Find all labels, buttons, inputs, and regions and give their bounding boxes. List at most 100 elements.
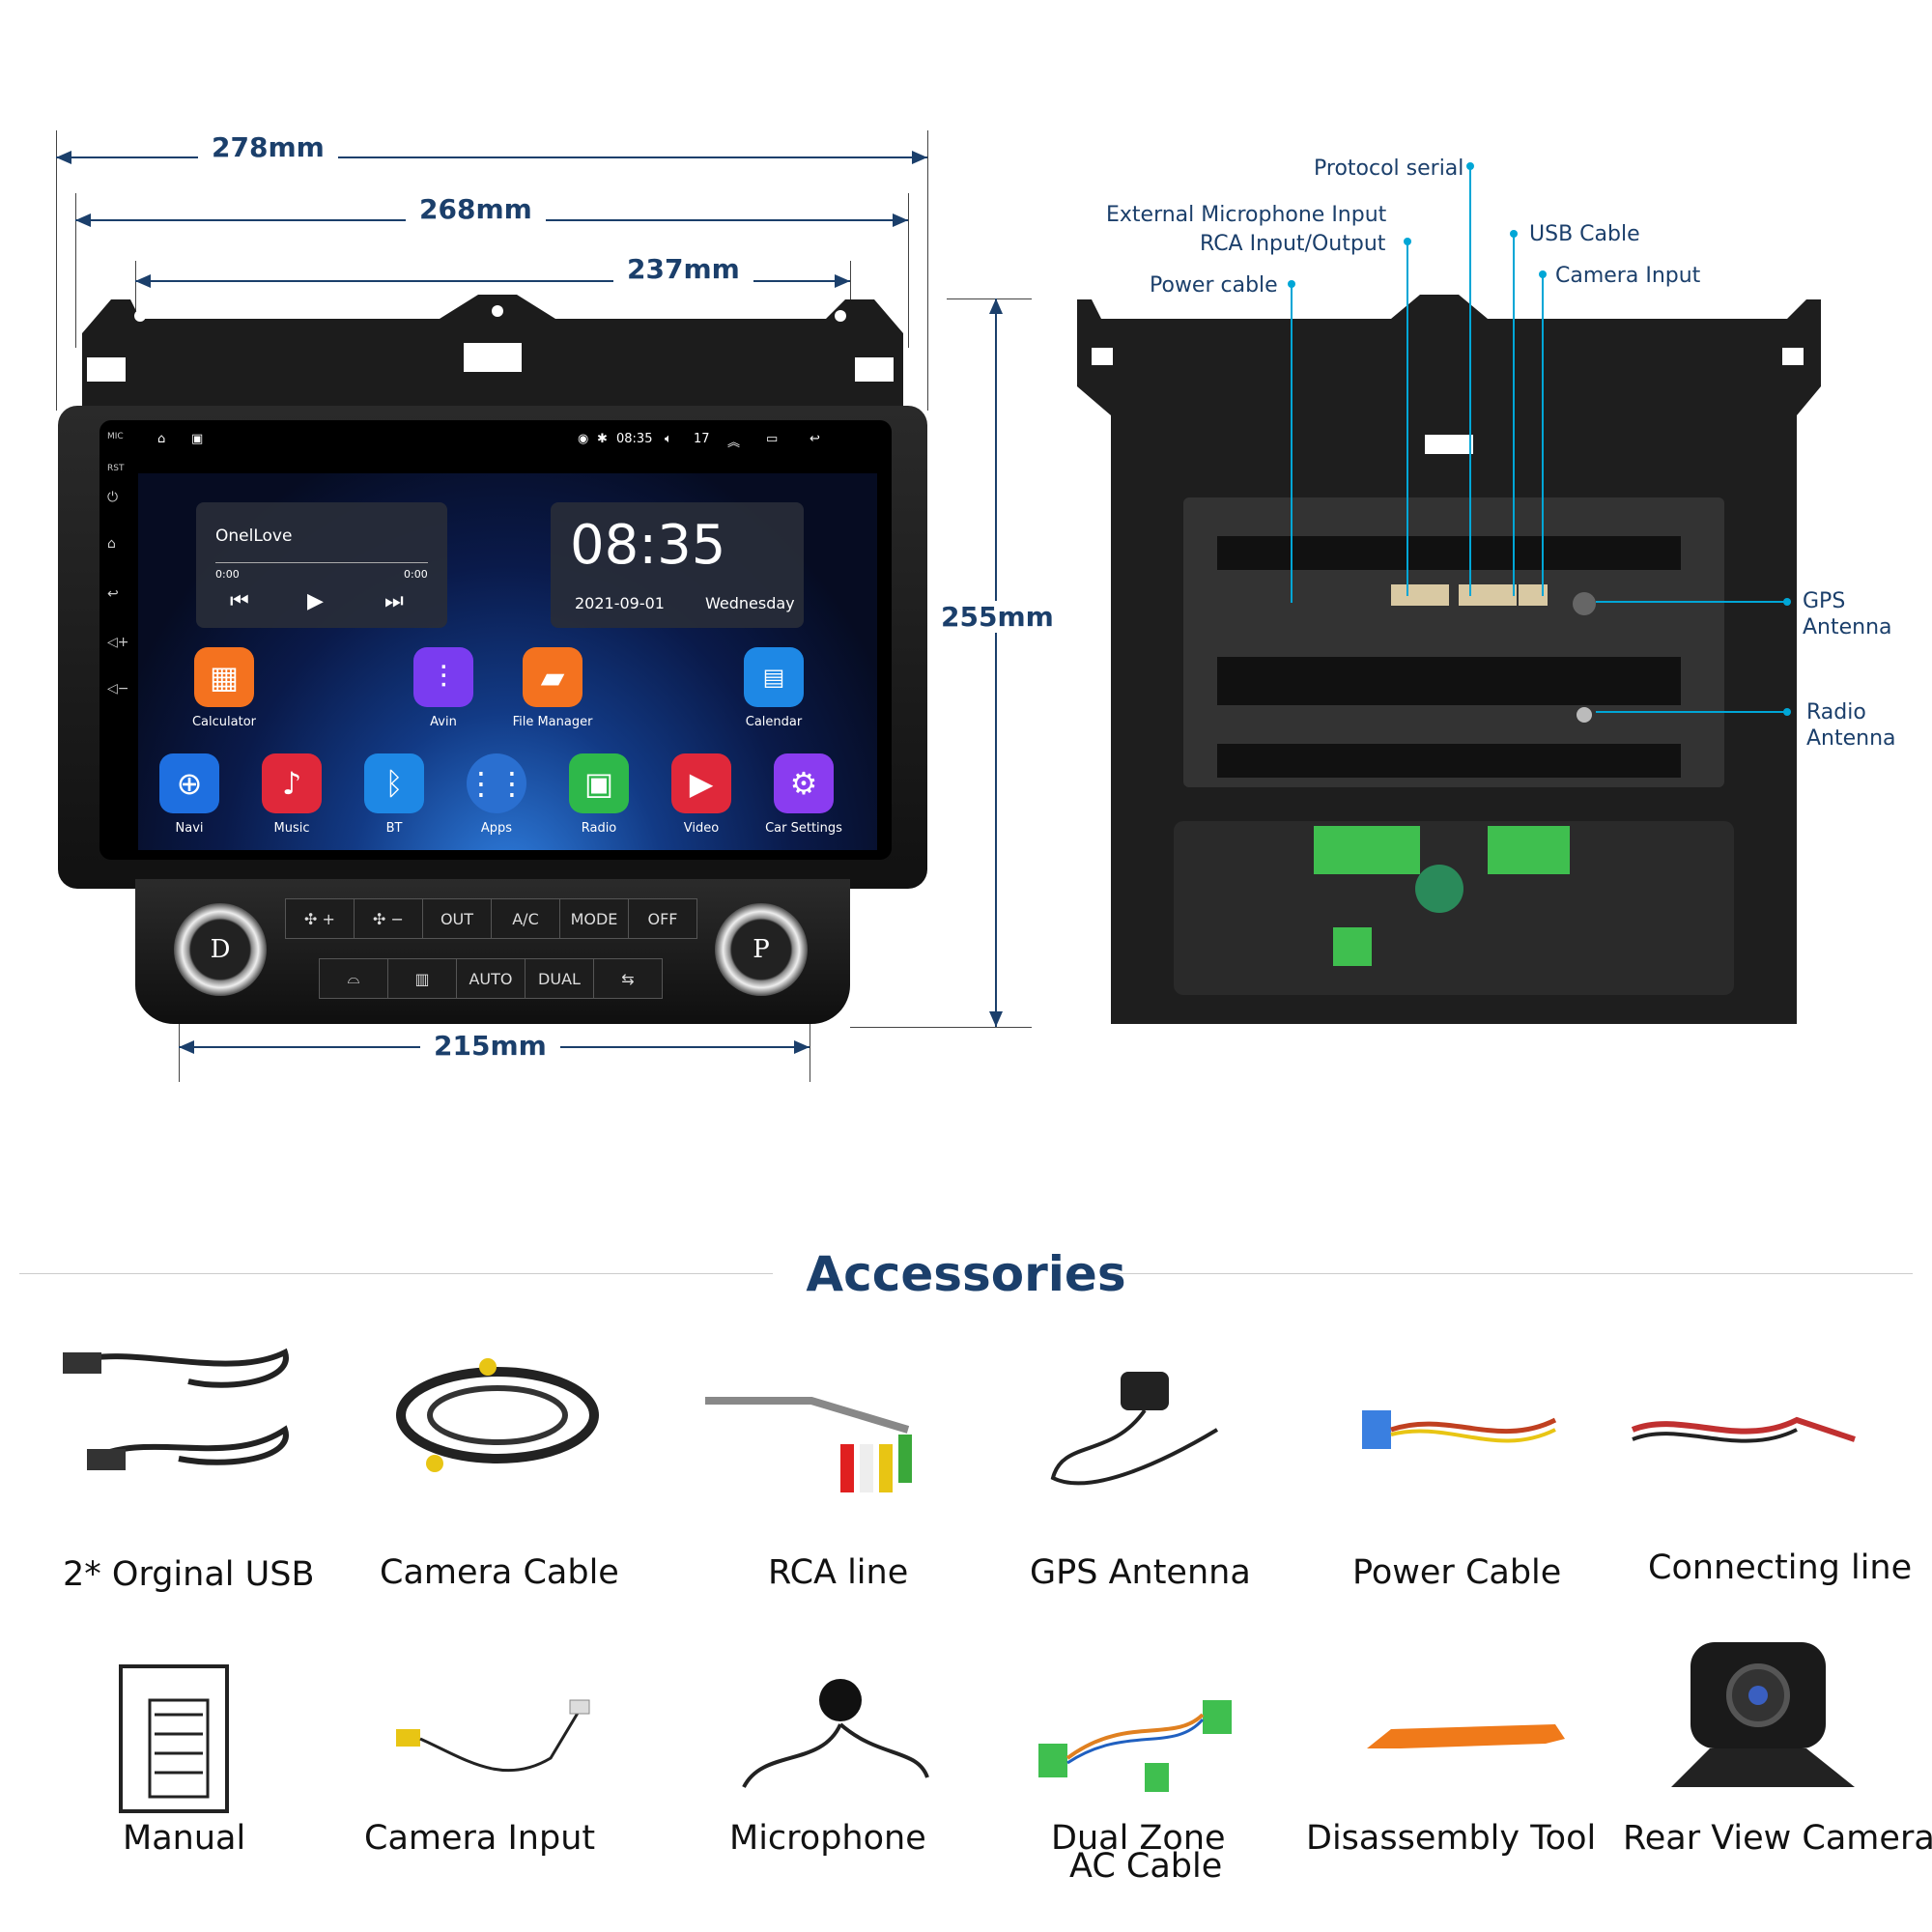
- acc-label-camera-cable: Camera Cable: [380, 1553, 619, 1592]
- defrost-front-icon[interactable]: ⌓: [319, 958, 388, 999]
- callout-protocol-serial: Protocol serial: [1314, 156, 1464, 181]
- app-label: Music: [273, 821, 310, 836]
- expand-icon[interactable]: ︽: [727, 436, 741, 450]
- defrost-rear-icon[interactable]: ▥: [387, 958, 457, 999]
- compass-icon[interactable]: ⊕: [159, 753, 219, 813]
- fan-up-button[interactable]: ✣ +: [285, 898, 355, 939]
- return-icon[interactable]: ↩: [810, 432, 820, 446]
- callout-radio-line1: Radio: [1806, 700, 1866, 724]
- acc-label-camera-input: Camera Input: [364, 1819, 596, 1858]
- disassembly-tool-image: [1367, 1724, 1565, 1748]
- recirculate-icon[interactable]: ⇆: [593, 958, 663, 999]
- app-label: Car Settings: [765, 821, 842, 836]
- dim-extension-right-mid: [908, 193, 909, 348]
- callout-rca: RCA Input/Output: [1200, 232, 1386, 256]
- grid-icon[interactable]: ⋮⋮: [466, 753, 527, 813]
- mode-button[interactable]: MODE: [559, 898, 629, 939]
- progress-track[interactable]: [215, 562, 428, 563]
- camera-cable-image: [396, 1358, 599, 1472]
- arrow-right-icon: [912, 151, 927, 164]
- callout-camera: Camera Input: [1555, 264, 1701, 288]
- auto-button[interactable]: AUTO: [456, 958, 526, 999]
- play-icon[interactable]: ▶: [307, 589, 324, 613]
- radio-icon[interactable]: ▣: [569, 753, 629, 813]
- callout-ext-mic: External Microphone Input: [1106, 203, 1387, 227]
- app-label: Navi: [175, 821, 204, 836]
- arrow-left-icon: [56, 151, 71, 164]
- folder-icon[interactable]: ▰: [523, 647, 582, 707]
- camera-input-image: [396, 1699, 590, 1773]
- arrow-left-icon: [75, 213, 91, 227]
- arrow-left-icon: [135, 274, 151, 288]
- dim-label-278: 278mm: [198, 131, 338, 163]
- passenger-temp-knob[interactable]: P: [715, 903, 808, 996]
- off-button[interactable]: OFF: [628, 898, 697, 939]
- dim-line-278: [56, 156, 927, 158]
- music-widget[interactable]: OnelLove 0:00 0:00 ⏮︎ ▶ ⏭︎: [196, 502, 447, 628]
- dim-extension-left-mid: [75, 193, 76, 348]
- calendar-icon[interactable]: ▤: [744, 647, 804, 707]
- app-label: Avin: [430, 715, 457, 729]
- clock-widget[interactable]: 08:35 2021-09-01 Wednesday: [551, 502, 804, 628]
- head-unit-screen: MIC RST ⏻ ⌂ ↩ ◁+ ◁− ⌂ ▣ ◉ ✱ 08:35 🔈︎ 17 …: [99, 420, 892, 860]
- acc-label-disassembly-tool: Disassembly Tool: [1306, 1819, 1597, 1858]
- dim-label-237: 237mm: [613, 253, 753, 285]
- rst-label: RST: [107, 464, 125, 473]
- outside-air-button[interactable]: OUT: [422, 898, 492, 939]
- equalizer-icon[interactable]: ⫶: [413, 647, 473, 707]
- home-icon[interactable]: ⌂: [107, 536, 116, 552]
- dim-label-255: 255mm: [927, 601, 1067, 633]
- clock-day: Wednesday: [705, 594, 795, 612]
- gear-icon[interactable]: ⚙: [774, 753, 834, 813]
- acc-label-connecting: Connecting line: [1648, 1548, 1913, 1587]
- dim-extension-left-inner: [135, 261, 136, 319]
- previous-icon[interactable]: ⏮︎: [230, 589, 249, 613]
- usb-cable-image: [63, 1348, 289, 1470]
- callout-radio-line2: Antenna: [1806, 726, 1896, 751]
- app-label: Apps: [480, 821, 513, 836]
- acc-label-usb: 2* Orginal USB: [63, 1555, 315, 1594]
- callout-line-gps: [1596, 601, 1785, 603]
- volume-level: 17: [694, 432, 710, 446]
- acc-label-gps: GPS Antenna: [1030, 1553, 1251, 1592]
- home-nav-icon[interactable]: ⌂: [157, 432, 166, 446]
- music-note-icon[interactable]: ♪: [262, 753, 322, 813]
- driver-temp-knob[interactable]: D: [174, 903, 267, 996]
- acc-label-ac-cable: AC Cable: [1069, 1847, 1223, 1886]
- rca-line-image: [705, 1397, 912, 1492]
- callout-line: [1291, 284, 1293, 603]
- climate-control-panel: D P ✣ + ✣ − OUT A/C MODE OFF ⌓ ▥ AUTO DU…: [135, 879, 850, 1024]
- calculator-icon[interactable]: ▦: [194, 647, 254, 707]
- power-icon[interactable]: ⏻: [107, 490, 119, 505]
- bluetooth-icon[interactable]: ᛒ: [364, 753, 424, 813]
- recent-apps-icon[interactable]: ▭: [766, 432, 779, 446]
- dim-extension-left-outer: [56, 130, 57, 411]
- callout-dot: [1783, 708, 1791, 716]
- arrow-up-icon: [989, 298, 1003, 314]
- speaker-icon[interactable]: 🔈︎: [665, 432, 672, 446]
- callout-line: [1406, 242, 1408, 596]
- arrow-down-icon: [989, 1011, 1003, 1027]
- app-label: Video: [683, 821, 720, 836]
- callout-line: [1469, 166, 1471, 596]
- volume-down-icon[interactable]: ◁−: [107, 681, 129, 696]
- screenshot-icon[interactable]: ▣: [191, 432, 204, 446]
- back-icon[interactable]: ↩: [107, 586, 119, 602]
- clock-time: 08:35: [570, 514, 726, 577]
- app-label: BT: [385, 821, 403, 836]
- ac-button[interactable]: A/C: [491, 898, 560, 939]
- gps-antenna-image: [1050, 1372, 1219, 1486]
- dual-button[interactable]: DUAL: [525, 958, 594, 999]
- dim-line-255: [995, 298, 997, 1027]
- callout-line: [1513, 234, 1515, 596]
- volume-up-icon[interactable]: ◁+: [107, 635, 129, 650]
- acc-label-manual: Manual: [123, 1819, 246, 1858]
- play-icon[interactable]: ▶: [671, 753, 731, 813]
- elapsed-time: 0:00: [215, 568, 240, 581]
- track-title: OnelLove: [215, 526, 293, 546]
- mounting-bracket-front: [82, 295, 903, 406]
- power-cable-image: [1362, 1410, 1557, 1449]
- fan-down-button[interactable]: ✣ −: [354, 898, 423, 939]
- next-icon[interactable]: ⏭︎: [384, 589, 404, 613]
- callout-gps-line1: GPS: [1803, 589, 1846, 613]
